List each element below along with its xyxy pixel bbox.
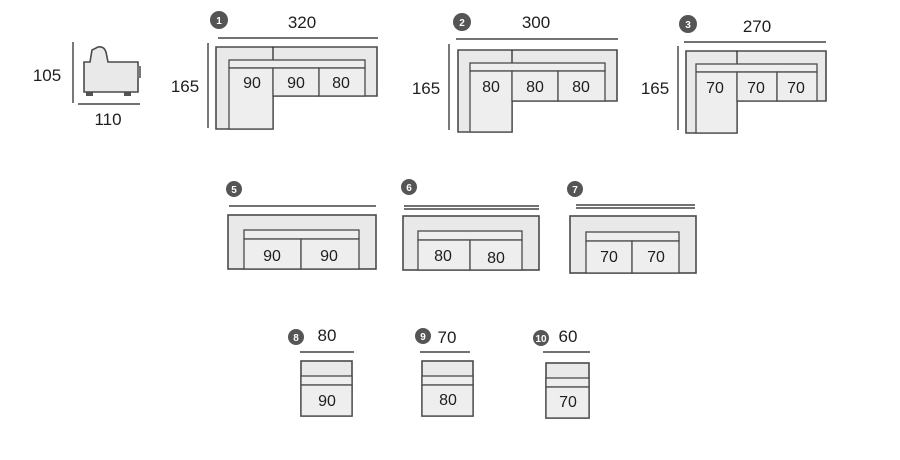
config-8-width-label: 80 xyxy=(318,326,337,345)
config-1-seat-1 xyxy=(228,67,274,130)
badge-9-number: 9 xyxy=(420,332,426,343)
badge-8 xyxy=(288,329,304,345)
config-10: 10 60 70 xyxy=(533,327,590,419)
config-1-width-label: 320 xyxy=(288,13,316,32)
badge-2-number: 2 xyxy=(459,18,465,29)
config-5-seat-1 xyxy=(243,238,302,270)
badge-2 xyxy=(453,13,471,31)
sofa-side-silhouette xyxy=(83,46,141,96)
config-5-seat-2-label: 90 xyxy=(320,248,338,265)
config-3-seat-1-label: 70 xyxy=(706,80,724,97)
badge-7 xyxy=(567,181,583,197)
side-depth-label: 110 xyxy=(94,110,121,129)
config-6-seat-1-label: 80 xyxy=(434,248,452,265)
config-5: 5 90 90 xyxy=(226,181,377,270)
config-6: 6 80 80 xyxy=(401,179,540,271)
config-3-seat-1 xyxy=(695,71,738,134)
config-2-seat-3 xyxy=(557,70,606,102)
config-9-width-label: 70 xyxy=(438,328,457,347)
config-5-seat-2 xyxy=(300,238,360,270)
config-8-seat-label: 90 xyxy=(318,393,336,410)
config-3: 3 270 165 70 70 70 xyxy=(641,15,827,134)
config-9-backrest xyxy=(421,375,474,386)
config-2-seat-2 xyxy=(511,70,559,102)
config-3-seat-3-label: 70 xyxy=(787,80,805,97)
badge-10 xyxy=(533,330,549,346)
config-10-width-label: 60 xyxy=(559,327,578,346)
config-1-depth-label: 165 xyxy=(171,77,199,96)
badge-1 xyxy=(210,11,228,29)
config-6-backrest xyxy=(417,230,523,241)
config-8: 8 80 90 xyxy=(288,326,354,417)
config-1: 1 320 165 90 90 80 xyxy=(171,11,378,130)
config-7-seat-1-label: 70 xyxy=(600,249,618,266)
badge-5 xyxy=(226,181,242,197)
config-3-depth-label: 165 xyxy=(641,79,669,98)
config-7-seat-2 xyxy=(631,240,680,274)
config-2-seat-2-label: 80 xyxy=(526,79,544,96)
config-1-seat-3 xyxy=(318,67,366,97)
config-2-depth-label: 165 xyxy=(412,79,440,98)
config-5-seat-1-label: 90 xyxy=(263,248,281,265)
config-3-seat-3 xyxy=(776,71,818,102)
config-2-width-label: 300 xyxy=(522,13,550,32)
config-10-seat xyxy=(545,386,590,419)
config-3-seat-2-label: 70 xyxy=(747,80,765,97)
badge-7-number: 7 xyxy=(572,185,578,196)
config-3-width-label: 270 xyxy=(743,17,771,36)
badge-6-number: 6 xyxy=(406,183,412,194)
config-10-backrest xyxy=(545,377,590,388)
config-7-seat-2-label: 70 xyxy=(647,249,665,266)
config-1-seat-3-label: 80 xyxy=(332,75,350,92)
config-5-backrest xyxy=(243,229,360,240)
config-6-seat-2 xyxy=(469,239,523,271)
side-view: 105 110 xyxy=(33,42,141,129)
config-2-backrest xyxy=(469,62,606,72)
badge-6 xyxy=(401,179,417,195)
badge-3-number: 3 xyxy=(685,20,691,31)
config-2-seat-3-label: 80 xyxy=(572,79,590,96)
config-2: 2 300 165 80 80 80 xyxy=(412,13,618,133)
badge-10-number: 10 xyxy=(535,334,547,345)
side-height-label: 105 xyxy=(33,66,61,85)
config-7: 7 70 70 xyxy=(567,181,697,274)
badge-5-number: 5 xyxy=(231,185,237,196)
config-2-seat-1-label: 80 xyxy=(482,79,500,96)
config-3-backrest xyxy=(695,63,818,73)
config-8-backrest xyxy=(300,375,353,386)
badge-9 xyxy=(415,328,431,344)
config-9-seat-label: 80 xyxy=(439,392,457,409)
config-1-backrest xyxy=(228,59,366,69)
config-9: 9 70 80 xyxy=(415,328,474,417)
badge-3 xyxy=(679,15,697,33)
config-1-seat-1-label: 90 xyxy=(243,75,261,92)
config-9-seat xyxy=(421,384,474,417)
config-8-seat xyxy=(300,384,353,417)
badge-8-number: 8 xyxy=(293,333,299,344)
config-10-seat-label: 70 xyxy=(559,394,577,411)
config-1-seat-2-label: 90 xyxy=(287,75,305,92)
config-6-seat-2-label: 80 xyxy=(487,250,505,267)
config-2-seat-1 xyxy=(469,70,513,133)
config-7-backrest xyxy=(585,231,680,242)
badge-1-number: 1 xyxy=(216,16,222,27)
